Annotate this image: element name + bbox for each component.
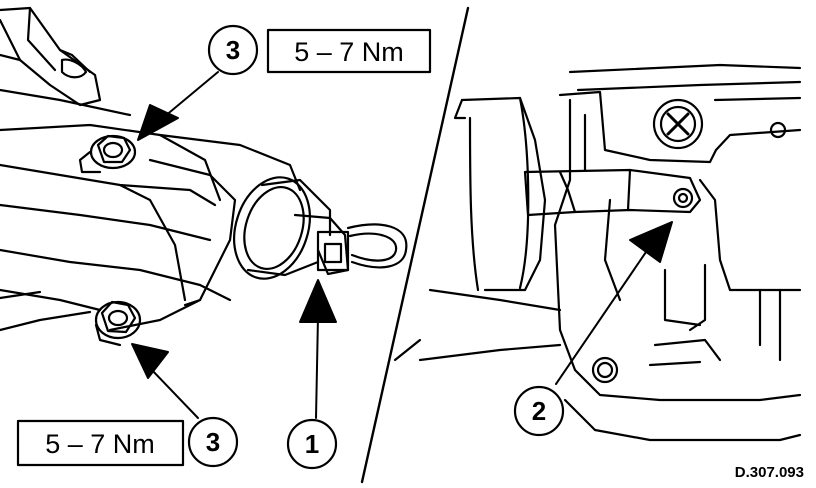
callout-number: 3 (226, 35, 240, 65)
mount-hole (769, 121, 787, 139)
mount-hole (591, 356, 619, 384)
torque-label: 5 – 7 Nm (45, 429, 155, 459)
arrow-head (131, 343, 169, 379)
torque-label: 5 – 7 Nm (294, 37, 404, 67)
bolt-top (78, 134, 137, 174)
pointer-arrows (131, 71, 673, 419)
bolt-bottom (94, 300, 142, 347)
switch-collar (233, 176, 332, 280)
arrow-head (299, 279, 337, 323)
drawing-reference: D.307.093 (735, 464, 804, 481)
panel-divider (360, 6, 470, 484)
callout-3-bottom: 3 (187, 416, 239, 468)
arrow-head (629, 221, 673, 263)
callout-number: 2 (532, 396, 546, 426)
callout-number: 1 (305, 429, 319, 459)
arrow-head (137, 104, 179, 141)
right-assembly (393, 63, 802, 442)
torque-box-bottom: 5 – 7 Nm (16, 419, 185, 467)
torque-box-top: 5 – 7 Nm (266, 28, 432, 74)
callout-1: 1 (286, 418, 338, 470)
lock-pin-lever (523, 168, 702, 217)
callout-2: 2 (513, 385, 565, 437)
callout-number: 3 (206, 427, 220, 457)
mount-hole-inner (596, 361, 614, 379)
left-assembly (0, 6, 408, 347)
connector-plug (293, 213, 408, 276)
callout-3-top: 3 (207, 24, 259, 76)
screw-head (652, 98, 704, 150)
